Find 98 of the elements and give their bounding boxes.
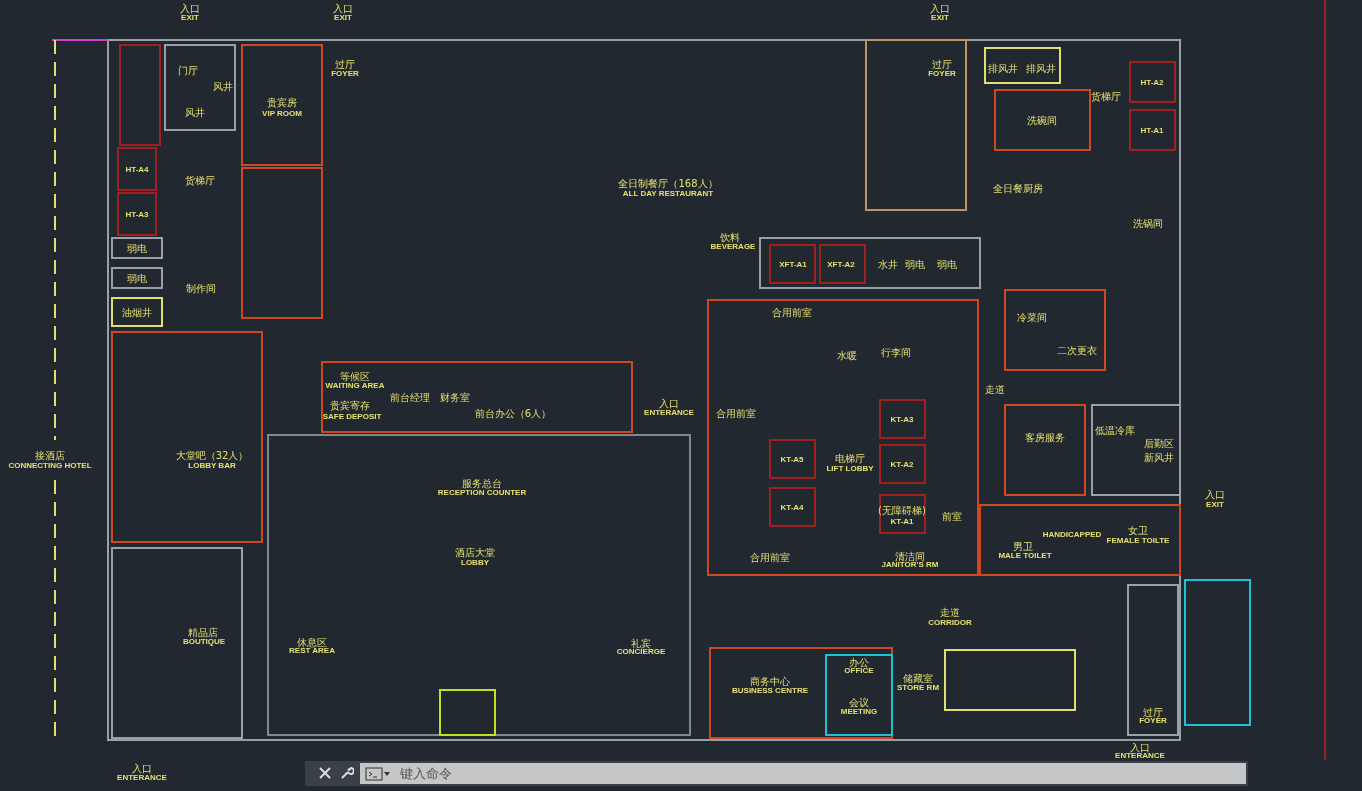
elevator-label: XFT-A1 [779,259,807,269]
room-label: 前台经理 [390,391,430,403]
room-label: BOUTIQUE [182,636,226,646]
elevator-label: HT-A3 [125,209,149,219]
room-label: HANDICAPPED [1042,529,1102,539]
room-label: 前室 [942,510,962,522]
room-label: 贵宾寄存 [330,399,370,411]
room-label: 水井 [878,258,898,270]
room-label: 精品店 [188,626,218,638]
elevator-label: HT-A1 [1140,125,1164,135]
room-label: 前台办公（6人） [474,407,552,419]
room-label: 排风井 [988,62,1018,74]
room-label: FOYER [928,68,956,78]
room-label: 行李间 [881,346,911,358]
room-label: 储藏室 [903,672,933,684]
room-label: BUSINESS CENTRE [732,685,808,695]
room-label: 男卫 [1013,540,1033,552]
entrance-label: 入口 [180,2,200,14]
room-label: CORRIDOR [928,617,972,627]
elevator-label: XFT-A2 [827,259,855,269]
room-label: 过厅 [335,58,355,70]
room-label: 制作间 [186,282,216,294]
room-label: 水暖 [837,349,857,361]
room-label: 排风井 [1026,62,1056,74]
entrance-label: ENTERANCE [117,772,167,782]
room-label: 女卫 [1128,524,1148,536]
room-label: VIP ROOM [262,108,302,118]
entrance-label: EXIT [931,12,949,22]
room-label: 货梯厅 [1091,90,1121,102]
elevator-label: HT-A2 [1140,77,1164,87]
room-label: MALE TOILET [998,550,1052,560]
command-input-field: 键入命令 [360,763,1246,784]
entrance-label: 入口 [659,397,679,409]
room-label: RECEPTION COUNTER [437,487,527,497]
room-label: 商务中心 [750,675,790,687]
room-label: 洗碗间 [1027,114,1057,126]
room-label: 弱电 [937,258,957,270]
room-label: 电梯厅 [835,452,865,464]
entrance-label: EXIT [1206,499,1224,509]
room-label: BEVERAGE [710,241,756,251]
entrance-label: 入口 [930,2,950,14]
room-label: 会议 [849,696,869,708]
room-label: 大堂吧（32人） [175,449,249,461]
room-label: 走道 [985,383,1005,395]
room-label: LOBBY BAR [188,460,236,470]
room-label: 接酒店 [35,449,65,461]
room-label: 过厅 [1143,706,1163,718]
room-label: 贵宾房 [267,96,297,108]
elevator-label: (无障碍梯) [878,504,926,516]
room-label: 酒店大堂 [455,546,495,558]
room-label: LOBBY [461,557,489,567]
entrance-label: EXIT [181,12,199,22]
room-label: 新风井 [1144,451,1174,463]
room-label: 合用前室 [772,306,812,318]
room-label: 后勤区 [1144,437,1174,449]
entrance-label: EXIT [334,12,352,22]
room-label: 走道 [940,606,960,618]
room-label: 全日制餐厅（168人） [618,177,718,189]
elevator-label: HT-A4 [125,164,149,174]
room-label: 洗锅间 [1133,217,1163,229]
elevator-label: KT-A5 [780,454,804,464]
room-label: 低温冷库 [1095,424,1135,436]
elevator-label: KT-A1 [890,516,914,526]
entrance-label: 入口 [333,2,353,14]
room-label: CONNECTING HOTEL [8,460,92,470]
room-label: 冷菜间 [1017,311,1047,323]
room-label: 弱电 [127,272,147,284]
room-label: 弱电 [905,258,925,270]
room-label: 服务总台 [462,477,502,489]
room-label: FOYER [331,68,359,78]
room-label: STORE RM [896,682,940,692]
room-label: 弱电 [127,242,147,254]
room-label: 财务室 [440,391,470,403]
room-label: 全日餐厨房 [993,182,1043,194]
room-label: FEMALE TOILTE [1106,535,1170,545]
entrance-label: 入口 [1205,488,1225,500]
room-label: WAITING AREA [325,380,385,390]
room-label: 客房服务 [1025,431,1065,443]
room-label: 过厅 [932,58,952,70]
room-label: 合用前室 [716,407,756,419]
room-label: 风井 [185,106,205,118]
entrance-label: 入口 [132,762,152,774]
room-label: 合用前室 [750,551,790,563]
room-label: 饮料 [720,231,740,243]
room-label: ALL DAY RESTAURANT [622,188,714,198]
room-label: 等候区 [340,370,370,382]
room-label: SAFE DEPOSIT [322,411,382,421]
room-label: LIFT LOBBY [826,463,874,473]
room-label: 二次更衣 [1057,344,1097,356]
elevator-label: KT-A3 [890,414,914,424]
room-label: 油烟井 [122,306,152,318]
room-label: 门厅 [178,64,198,76]
entrance-label: ENTERANCE [644,407,694,417]
room-label: MEETING [840,706,878,716]
elevator-label: KT-A4 [780,502,804,512]
room-label: 货梯厅 [185,174,215,186]
elevator-label: KT-A2 [890,459,914,469]
room-label: 风井 [213,80,233,92]
